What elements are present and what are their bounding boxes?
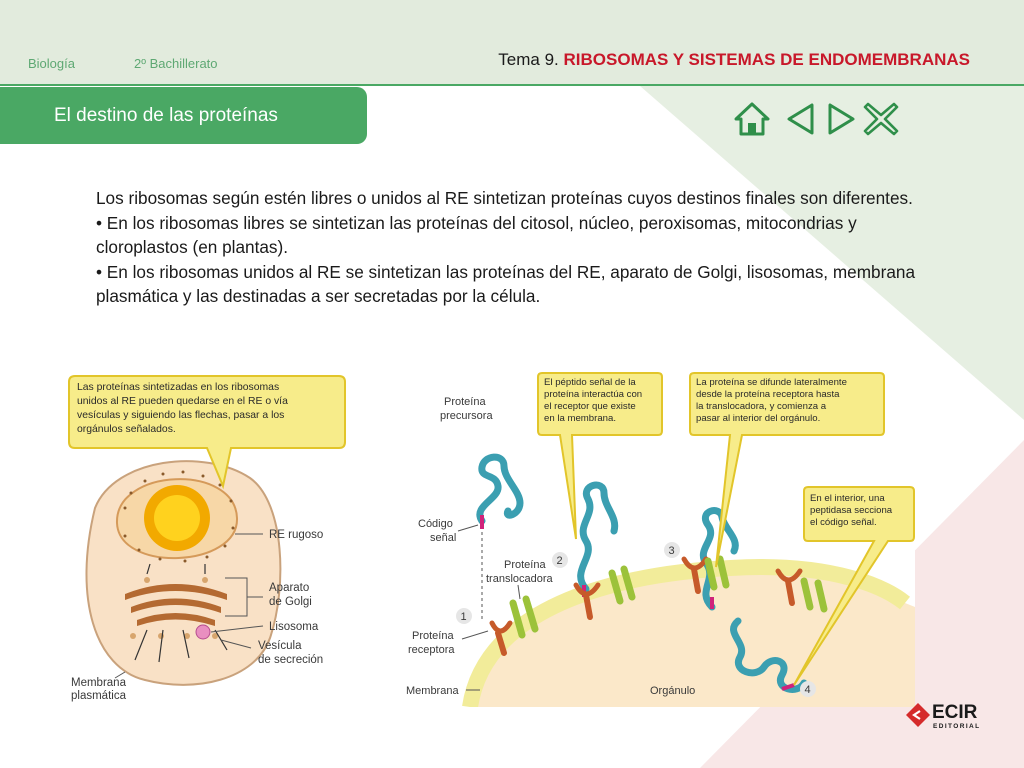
label-membrana-2: plasmática — [71, 690, 127, 702]
triangle-right-icon[interactable] — [822, 100, 860, 138]
ribosomes — [123, 470, 235, 563]
label-precursora-2: precursora — [440, 410, 493, 422]
leader-receptora — [461, 630, 489, 640]
label-organulo: Orgánulo — [650, 685, 695, 697]
label-codigo-2: señal — [430, 532, 456, 544]
section-tab: El destino de las proteínas — [0, 87, 367, 144]
logo-name: ECIR — [932, 702, 978, 723]
protein-import-diagram: 1 2 3 4 Proteína precursora Código señal… — [400, 371, 915, 707]
label-codigo-1: Código — [418, 518, 453, 530]
protein-step-4 — [730, 617, 808, 693]
section-title: El destino de las proteínas — [54, 105, 278, 126]
translocator-4 — [800, 577, 828, 613]
translocator-1 — [509, 595, 539, 639]
callout-3-line-1: En el interior, una — [810, 493, 885, 504]
step-2: 2 — [557, 555, 563, 567]
callout-2-text: La proteína se difunde lateralmente desd… — [696, 377, 850, 424]
label-lisosoma: Lisosoma — [269, 621, 319, 633]
label-vesicula-2: de secreción — [258, 654, 323, 666]
callout-1-line-2: proteína interactúa con — [544, 389, 642, 400]
label-golgi-2: de Golgi — [269, 596, 312, 608]
label-translocadora-1: Proteína — [504, 559, 546, 571]
callout-2-line-2: desde la proteína receptora hasta — [696, 389, 840, 400]
receptor-2 — [573, 582, 601, 620]
lysosome — [195, 624, 211, 640]
callout-1-text: El péptido señal de la proteína interact… — [544, 377, 645, 424]
step-4: 4 — [805, 684, 811, 696]
callout-1 — [537, 372, 663, 540]
label-precursora-1: Proteína — [444, 396, 486, 408]
callout-1-line-1: El péptido señal de la — [544, 377, 636, 388]
header-band — [0, 0, 1024, 84]
callout-3-text: En el interior, una peptidasa secciona e… — [810, 493, 895, 528]
label-receptora-2: receptora — [408, 644, 455, 656]
step-1: 1 — [461, 611, 467, 623]
transport-arrows — [134, 563, 228, 663]
logo-sub: EDITORIAL — [933, 723, 981, 730]
intro-text: Los ribosomas según estén libres o unido… — [96, 186, 916, 309]
intro-paragraph-2: • En los ribosomas libres se sintetizan … — [96, 212, 857, 258]
step-3: 3 — [669, 545, 675, 557]
intro-paragraph-1: Los ribosomas según estén libres o unido… — [96, 188, 913, 208]
callout-2-line-3: la translocadora, y comienza a — [696, 401, 827, 412]
callout-2 — [689, 372, 885, 568]
receptor-3 — [681, 556, 709, 594]
translocator-3 — [704, 555, 730, 591]
topic-prefix: Tema 9. — [498, 50, 559, 69]
step-markers: 1 2 3 4 — [456, 542, 816, 697]
translocator-2 — [608, 565, 636, 605]
callout-1-line-3: el receptor que existe — [544, 401, 636, 412]
leader-codigo — [457, 524, 479, 532]
signal-cleaved — [781, 683, 795, 691]
callout-2-line-4: pasar al interior del orgánulo. — [696, 413, 820, 424]
callout-2-line-1: La proteína se difunde lateralmente — [696, 377, 847, 388]
logo-mark — [906, 703, 930, 727]
precursor-protein — [476, 453, 524, 525]
label-membrana-1: Membrana — [71, 677, 127, 689]
callout-3-line-2: peptidasa secciona — [810, 505, 893, 516]
header-divider — [0, 84, 1024, 86]
ecir-logo: ECIR EDITORIAL — [906, 702, 981, 730]
golgi-apparatus — [125, 584, 227, 626]
left-callout-line-4: orgánulos señalados. — [77, 424, 176, 435]
left-leader-lines — [114, 533, 264, 679]
label-golgi-1: Aparato — [269, 582, 309, 594]
topic-title: Tema 9. RIBOSOMAS Y SISTEMAS DE ENDOMEMB… — [498, 50, 970, 70]
cell-diagram: Las proteínas sintetizadas en los riboso… — [68, 375, 346, 702]
label-translocadora-2: translocadora — [486, 573, 554, 585]
leader-translocadora — [517, 584, 521, 600]
left-callout — [68, 375, 346, 490]
receptor-4 — [775, 568, 803, 606]
nucleolus — [154, 495, 200, 541]
callout-3 — [793, 486, 915, 686]
protein-step-2 — [577, 481, 619, 593]
left-callout-line-3: vesículas y siguiendo las flechas, pasar… — [77, 410, 284, 421]
label-vesicula-1: Vesícula — [258, 640, 302, 652]
subject-label: Biología — [28, 56, 75, 71]
left-callout-line-2: unidos al RE pueden quedarse en el RE o … — [77, 396, 288, 407]
home-icon[interactable] — [733, 100, 771, 138]
x-icon[interactable] — [862, 100, 900, 138]
course-label: 2º Bachillerato — [134, 56, 218, 71]
left-callout-text: Las proteínas sintetizadas en los riboso… — [77, 382, 291, 435]
receptor-1 — [489, 620, 513, 656]
triangle-left-icon[interactable] — [782, 100, 820, 138]
left-callout-line-1: Las proteínas sintetizadas en los riboso… — [77, 382, 279, 393]
topic-name: RIBOSOMAS Y SISTEMAS DE ENDOMEMBRANAS — [563, 50, 970, 69]
label-re-rugoso: RE rugoso — [269, 529, 323, 541]
callout-1-line-4: en la membrana. — [544, 413, 616, 424]
label-membrana: Membrana — [406, 685, 459, 697]
callout-3-line-3: el código señal. — [810, 517, 877, 528]
label-receptora-1: Proteína — [412, 630, 454, 642]
intro-paragraph-3: • En los ribosomas unidos al RE se sinte… — [96, 261, 916, 307]
